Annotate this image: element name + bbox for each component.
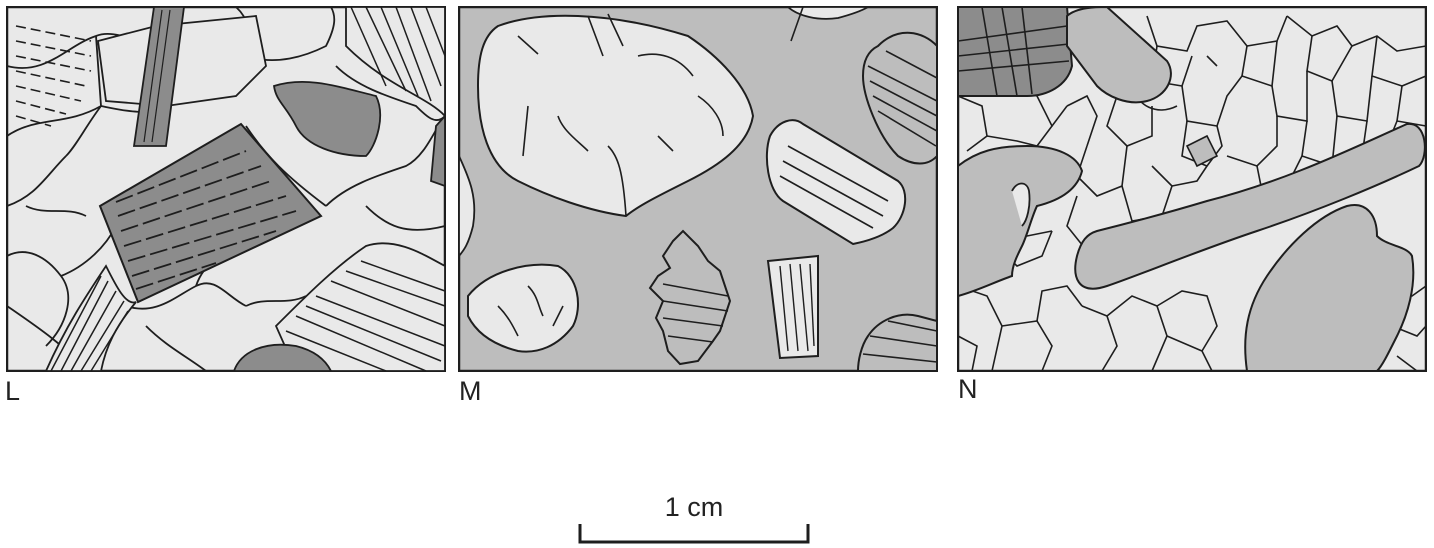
scale-bar: 1 cm	[578, 488, 810, 548]
scale-bar-label: 1 cm	[578, 492, 810, 523]
panel-m	[458, 6, 938, 372]
panel-n	[957, 6, 1427, 372]
scale-bar-line	[578, 524, 810, 546]
panel-n-drawing	[957, 6, 1427, 372]
panel-l-drawing	[6, 6, 446, 372]
panel-label-l: L	[5, 378, 20, 405]
panel-label-n: N	[958, 376, 978, 403]
panel-m-drawing	[458, 6, 938, 372]
panel-l	[6, 6, 446, 372]
panel-label-m: M	[459, 378, 482, 405]
